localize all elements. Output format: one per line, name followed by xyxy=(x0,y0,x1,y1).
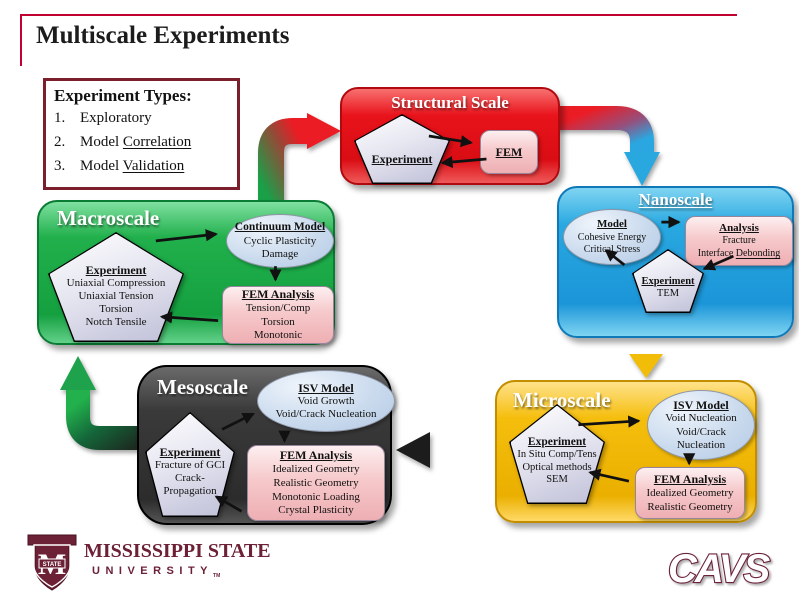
msu-shield-banner: STATE xyxy=(43,562,62,568)
msu-trademark: TM xyxy=(213,573,221,580)
fem-analysis-label: FEM Analysis xyxy=(653,471,727,486)
cavs-logo: CAVS xyxy=(667,546,774,592)
macroscale-model-ellipse: Continuum Model Cyclic Plasticity Damage xyxy=(226,214,334,268)
mesoscale-model-ellipse: ISV Model Void Growth Void/Crack Nucleat… xyxy=(257,370,395,432)
fem-analysis-label: FEM Analysis xyxy=(241,286,315,301)
cavs-logo-text: CAVS xyxy=(668,547,770,591)
structural-scale-title: Structural Scale xyxy=(391,93,509,112)
nanoscale-experiment-pentagon: Experiment TEM xyxy=(632,249,704,313)
list-item: 2. Model Correlation xyxy=(54,134,192,150)
arrow-structural-to-nanoscale xyxy=(556,106,660,186)
analysis-label: Analysis xyxy=(719,221,759,234)
nanoscale-box: Nanoscale Model Cohesive Energy Critical… xyxy=(557,186,794,338)
list-item: 1. Exploratory xyxy=(54,110,152,126)
experiment-types-box: Experiment Types: 1. Exploratory 2. Mode… xyxy=(43,78,240,190)
microscale-fem-box: FEM Analysis Idealized Geometry Realisti… xyxy=(635,467,745,519)
msu-wordmark-line1: MISSISSIPPI STATE xyxy=(84,540,271,562)
nanoscale-model-ellipse: Model Cohesive Energy Critical Stress xyxy=(563,209,661,265)
arrow-nanoscale-to-microscale xyxy=(629,336,663,378)
msu-wordmark-line2: UNIVERSITY xyxy=(92,565,214,577)
nanoscale-title: Nanoscale xyxy=(638,190,713,209)
page-title: Multiscale Experiments xyxy=(36,22,290,49)
macroscale-box: Macroscale Experiment Uniaxial Compressi… xyxy=(37,200,335,345)
microscale-experiment-pentagon: Experiment In Situ Comp/Tens Optical met… xyxy=(509,404,605,504)
structural-fem-box: FEM xyxy=(480,130,538,174)
experiment-label: Experiment xyxy=(641,275,695,287)
structural-experiment-pentagon: Experiment xyxy=(354,114,450,184)
header-rule-left xyxy=(20,14,22,66)
isv-model-label: ISV Model xyxy=(298,380,354,395)
header-rule-top xyxy=(20,14,737,16)
microscale-model-ellipse: ISV Model Void Nucleation Void/Crack Nuc… xyxy=(647,390,755,460)
list-item: 3. Model Validation xyxy=(54,158,185,174)
mesoscale-experiment-pentagon: Experiment Fracture of GCI Crack- Propag… xyxy=(145,412,235,517)
experiment-types-heading: Experiment Types: xyxy=(54,86,192,105)
experiment-label: Experiment xyxy=(159,445,221,460)
msu-wordmark: MISSISSIPPI STATE UNIVERSITYTM xyxy=(84,540,271,579)
continuum-model-label: Continuum Model xyxy=(234,220,326,233)
macroscale-title: Macroscale xyxy=(57,206,160,230)
structural-scale-box: Structural Scale Experiment FEM xyxy=(340,87,560,185)
experiment-label: Experiment xyxy=(371,152,433,167)
experiment-label: Experiment xyxy=(85,262,147,277)
fem-label: FEM xyxy=(495,144,523,159)
fem-analysis-label: FEM Analysis xyxy=(279,448,353,462)
microscale-box: Microscale Experiment In Situ Comp/Tens … xyxy=(495,380,757,523)
macroscale-fem-box: FEM Analysis Tension/Comp Torsion Monoto… xyxy=(222,286,334,344)
macroscale-experiment-pentagon: Experiment Uniaxial Compression Uniaxial… xyxy=(48,232,184,342)
experiment-label: Experiment xyxy=(527,435,587,448)
arrow-microscale-to-mesoscale xyxy=(396,432,490,468)
mesoscale-box: Mesoscale ISV Model Void Growth Void/Cra… xyxy=(137,365,395,525)
arrow-mesoscale-to-macroscale xyxy=(60,356,148,450)
mesoscale-fem-box: FEM Analysis Idealized Geometry Realisti… xyxy=(247,445,385,521)
nanoscale-analysis-box: Analysis Fracture Interface Debonding xyxy=(685,216,793,266)
model-label: Model xyxy=(597,218,627,231)
arrow-macroscale-to-structural xyxy=(258,113,341,203)
isv-model-label: ISV Model xyxy=(673,398,729,413)
mesoscale-title: Mesoscale xyxy=(157,375,248,399)
msu-shield-logo: M STATE xyxy=(27,534,77,591)
